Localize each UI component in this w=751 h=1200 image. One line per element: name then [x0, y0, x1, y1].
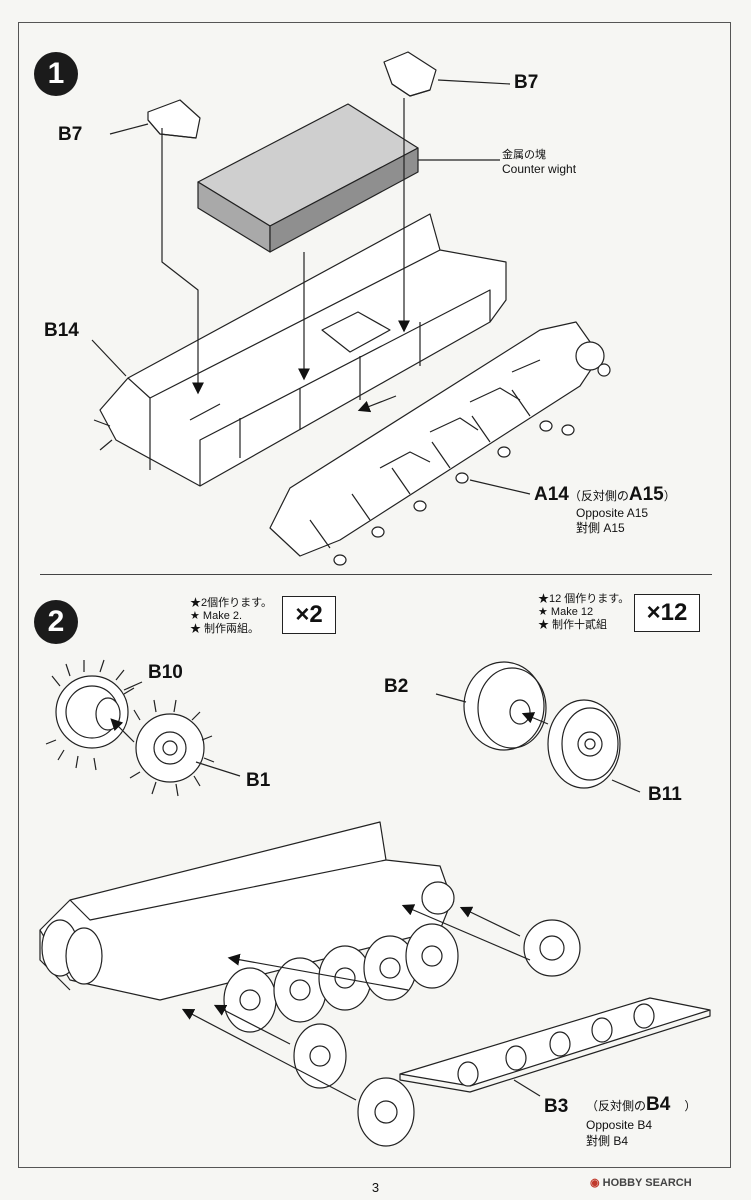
- label-b11: B11: [648, 784, 682, 805]
- label-b3-en: Opposite B4: [586, 1118, 653, 1132]
- watermark: ◉ HOBBY SEARCH: [590, 1176, 692, 1189]
- label-b7-left: B7: [58, 124, 83, 145]
- part-b7-left: [147, 99, 201, 139]
- step-1-badge: 1: [34, 52, 78, 96]
- label-b14: B14: [44, 320, 79, 341]
- note-make-12: ★12 個作ります。 ★ Make 12 ★ 制作十貳組: [538, 593, 629, 632]
- label-b3-zh: 對側 B4: [586, 1134, 629, 1148]
- label-b3: B3: [544, 1096, 569, 1117]
- part-b1-sprocket: [129, 699, 215, 797]
- part-b3-guard: [399, 997, 711, 1093]
- part-assembled-hull: [39, 821, 459, 1033]
- a14-paren-part: A15: [628, 484, 664, 505]
- watermark-text: HOBBY SEARCH: [602, 1177, 692, 1189]
- step-2-badge: 2: [34, 600, 78, 644]
- multiplier-x2: ×2: [282, 596, 336, 634]
- label-b2: B2: [384, 676, 409, 697]
- label-a14-zh: 對側 A15: [576, 521, 625, 535]
- label-b3-opposite: （反対側のB4 ）: [586, 1094, 696, 1116]
- b3-paren-open: （反対側の: [586, 1099, 647, 1113]
- watermark-logo-icon: ◉: [590, 1177, 603, 1189]
- b3-paren-part: B4: [646, 1094, 671, 1115]
- multiplier-x12: ×12: [634, 594, 700, 632]
- part-b10-sprocket: [45, 659, 135, 771]
- note-make-2-line: ★2個作ります。: [190, 597, 273, 609]
- part-counter-weight: [197, 103, 419, 253]
- a14-main: A14: [534, 484, 569, 505]
- part-b2-wheel: [463, 661, 547, 751]
- label-a14-en: Opposite A15: [576, 506, 649, 520]
- b3-paren-close: ）: [684, 1099, 697, 1113]
- a14-paren-close: ）: [663, 489, 676, 503]
- note-make-2-line: ★ Make 2.: [190, 610, 243, 622]
- step-divider: [40, 574, 712, 575]
- label-a14: A14（反対側のA15）: [534, 484, 676, 506]
- label-b7-right: B7: [514, 72, 539, 93]
- label-weight-jp: 金属の塊: [502, 149, 546, 161]
- note-make-2: ★2個作ります。 ★ Make 2. ★ 制作兩組。: [190, 597, 272, 636]
- note-make-12-line: ★ Make 12: [538, 606, 594, 618]
- a14-paren-open: （反対側の: [568, 489, 629, 503]
- label-b10: B10: [148, 662, 183, 683]
- note-make-12-line: ★12 個作ります。: [538, 593, 630, 605]
- label-b1: B1: [246, 770, 271, 791]
- part-a14-suspension: [269, 321, 611, 566]
- note-make-2-line: ★ 制作兩組。: [190, 623, 260, 635]
- part-b7-right: [383, 51, 437, 97]
- page-border: [18, 22, 731, 1168]
- note-make-12-line: ★ 制作十貳組: [538, 619, 608, 631]
- part-loose-wheels: [293, 919, 581, 1147]
- page-number: 3: [371, 1180, 380, 1195]
- label-weight-en: Counter wight: [502, 162, 577, 176]
- part-b11-wheel: [547, 699, 621, 789]
